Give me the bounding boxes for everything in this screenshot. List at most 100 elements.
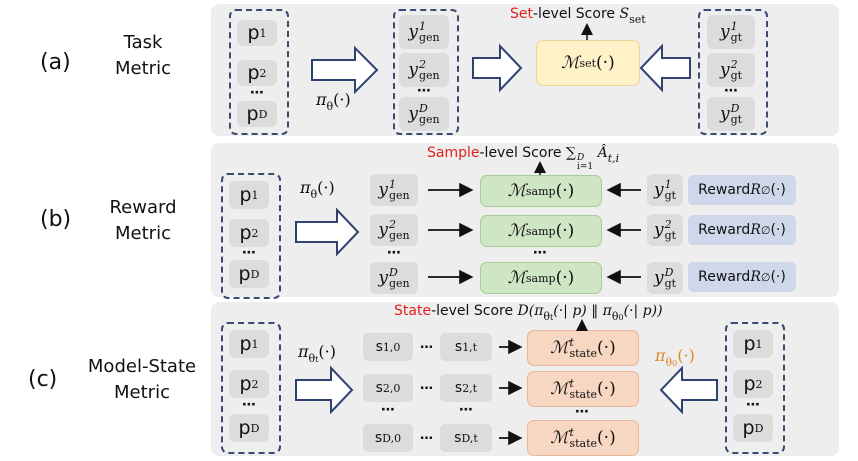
- state-row-ellipsis: …: [420, 428, 433, 443]
- gt-y: y: [719, 22, 730, 42]
- panel-a-title-line2: Metric: [115, 58, 171, 79]
- metric-sub: state: [569, 347, 598, 360]
- gt-sub: gt: [730, 113, 743, 126]
- kl-theta-ref: θ: [611, 310, 619, 323]
- policy-arg: (·): [333, 90, 351, 109]
- metric-sup: t: [569, 426, 574, 439]
- metric-state-ellipsis: ⋯: [575, 404, 589, 420]
- panel-a-title: Task Metric: [98, 30, 188, 82]
- gen-sup: D: [388, 266, 398, 279]
- reward-box-2: Reward R∅(·): [688, 215, 796, 245]
- state-row-ellipsis: …: [420, 337, 433, 352]
- score-word-set: Set: [510, 6, 533, 22]
- state-col-ellipsis-1: ⋯: [381, 402, 395, 418]
- state-sub: 1,t: [462, 340, 478, 354]
- panel-b-title-line1: Reward: [109, 197, 177, 218]
- state-row-ellipsis: …: [420, 378, 433, 393]
- gen-ellipsis: ⋯: [387, 245, 401, 261]
- metric-arg: (·): [597, 379, 616, 399]
- reward-sym: R: [750, 269, 761, 285]
- gen-sup: 1: [418, 20, 426, 33]
- gt-y: y: [653, 268, 664, 288]
- policy-theta-t: θt: [309, 352, 319, 365]
- score-sym: S: [619, 6, 630, 22]
- panel-a-label: (a): [40, 50, 71, 75]
- hollow-arrow-c2: [659, 365, 718, 415]
- state-sub: 1,0: [382, 340, 401, 354]
- gen-sub: gen: [388, 229, 410, 242]
- state-s: s: [454, 380, 463, 396]
- metric-sub: state: [569, 388, 598, 401]
- ref-policy-arg: (·): [677, 346, 695, 365]
- score-word-sample: Sample: [427, 145, 480, 161]
- metric-arg: (·): [596, 53, 615, 73]
- metric-ellipsis: ⋯: [533, 245, 547, 261]
- metric-sup: t: [569, 377, 574, 390]
- score-sub: set: [629, 13, 646, 26]
- panel-b-title-line2: Metric: [115, 223, 171, 244]
- hollow-arrow-a3: [639, 43, 691, 93]
- prompt-2-letter: p: [247, 62, 260, 84]
- metric-sub: state: [569, 437, 598, 450]
- prompt-d-sub: D: [250, 421, 260, 435]
- metric-sub: samp: [525, 184, 556, 198]
- metric-sup: t: [569, 336, 574, 349]
- gen-y: y: [408, 60, 418, 80]
- sum-sub: i=1: [576, 162, 594, 172]
- kl-sub-1: θt: [543, 310, 553, 323]
- gen-sup: 2: [388, 218, 396, 231]
- panel-c-prompt-group: [221, 322, 281, 454]
- gen-y: y: [408, 104, 418, 124]
- score-text: -level Score: [431, 303, 518, 319]
- gen-y: y: [378, 180, 388, 200]
- metric-sub: samp: [525, 224, 556, 238]
- prompt-1-sub: 1: [259, 26, 267, 40]
- sum-sup: D: [576, 153, 585, 163]
- reference-policy-label: πθ0(·): [655, 346, 695, 369]
- reward-arg: (·): [770, 269, 786, 285]
- metric-sub: samp: [525, 271, 556, 285]
- metric-arg: (·): [597, 428, 616, 448]
- panel-a-title-line1: Task: [123, 32, 163, 53]
- reward-arg: (·): [770, 182, 786, 198]
- prompt-2-sub: 2: [251, 226, 259, 240]
- panel-b-policy-label: πθ(·): [300, 178, 335, 201]
- reward-label: Reward: [698, 222, 751, 238]
- reward-box-1: Reward R∅(·): [688, 175, 796, 205]
- state-sub: 2,t: [462, 381, 478, 395]
- state-sub: D,t: [461, 431, 478, 445]
- panel-b-prompt-group: [221, 173, 281, 299]
- prompt-d-letter: p: [742, 417, 755, 439]
- reward-sub: ∅: [760, 270, 771, 284]
- reward-sub: ∅: [760, 183, 771, 197]
- panel-a-gen-group: [393, 9, 459, 135]
- hollow-arrow-a1: [311, 45, 379, 95]
- reward-label: Reward: [698, 269, 751, 285]
- policy-pi: π: [300, 178, 311, 197]
- policy-theta: θ: [310, 188, 318, 201]
- gt-sup: D: [730, 102, 740, 115]
- metric-symbol: ℳ: [507, 221, 526, 241]
- prompt-2-sub: 2: [259, 66, 267, 80]
- gt-sup: 2: [730, 58, 738, 71]
- prompt-2-letter: p: [743, 373, 756, 395]
- policy-pi: π: [298, 342, 309, 361]
- panel-c-policy-label: πθt(·): [298, 342, 336, 365]
- gt-sub: gt: [664, 229, 677, 242]
- gen-sub: gen: [418, 69, 440, 82]
- state-s: s: [375, 380, 383, 396]
- prompt-ellipsis: ⋯: [746, 397, 760, 413]
- prompt-1-letter: p: [743, 333, 756, 355]
